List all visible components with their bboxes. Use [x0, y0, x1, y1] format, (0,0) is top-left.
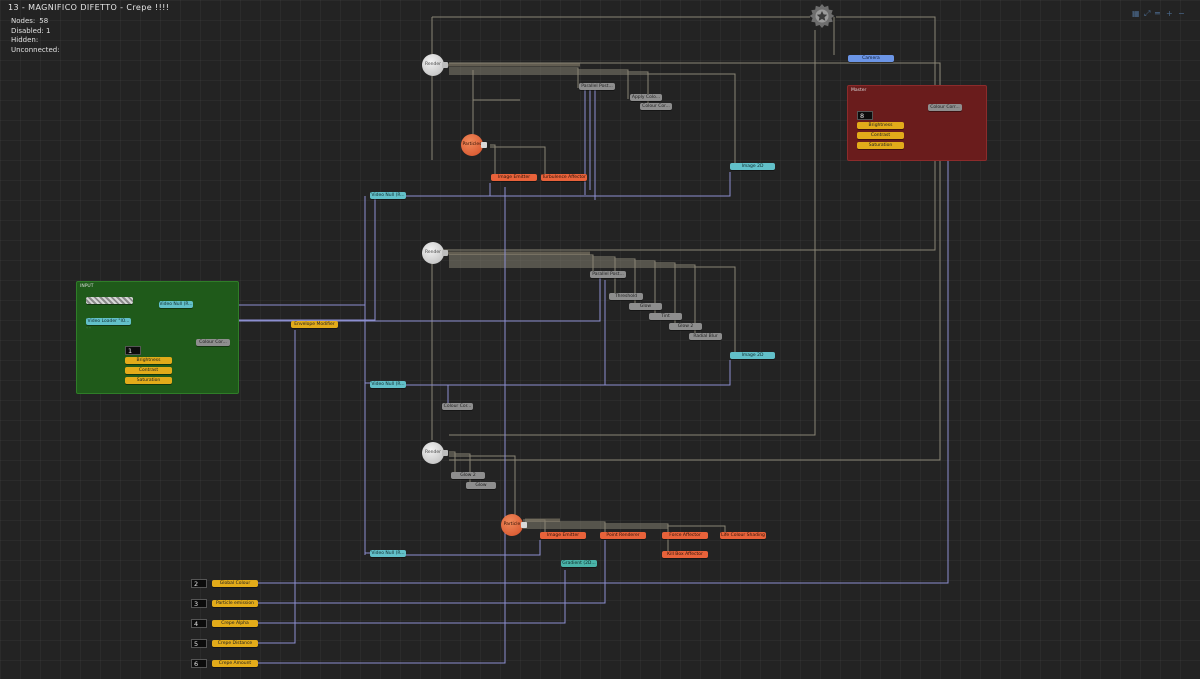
image-2d-node-2[interactable]: Image 2D: [730, 352, 775, 359]
input-video-null-node[interactable]: Video Null (R...: [159, 301, 193, 308]
input-index-4[interactable]: 4: [191, 619, 207, 628]
input-index-5[interactable]: 5: [191, 639, 207, 648]
gradient-node[interactable]: Gradient (2D...: [561, 560, 597, 567]
image-2d-node-1[interactable]: Image 2D: [730, 163, 775, 170]
stat-disabled: Disabled: 1: [11, 26, 51, 35]
input-index-3[interactable]: 3: [191, 599, 207, 608]
master-contrast-node[interactable]: Contrast: [857, 132, 904, 139]
input-brightness-node[interactable]: Brightness: [125, 357, 172, 364]
fit-icon[interactable]: ═: [1155, 9, 1160, 18]
input-disabled-node[interactable]: [86, 297, 133, 304]
port-dots: ◦◦: [86, 325, 92, 330]
parallel-post-node-2[interactable]: Parallel Post...: [590, 271, 626, 278]
master-brightness-node[interactable]: Brightness: [857, 122, 904, 129]
image-emitter-node-1[interactable]: Image Emitter: [491, 174, 537, 181]
window-title: 13 - MAGNIFICO DIFETTO - Crepe !!!!: [8, 3, 170, 12]
master-colour-corr-node[interactable]: Colour Corr...: [928, 104, 962, 111]
input-group-title: INPUT: [80, 284, 94, 289]
glow-node-b[interactable]: Glow: [466, 482, 496, 489]
force-affector-node[interactable]: Force Affector: [662, 532, 708, 539]
crepe-alpha-input[interactable]: Crepe Alpha: [212, 620, 258, 627]
render-node-2[interactable]: Render: [422, 242, 448, 264]
glow-node-1[interactable]: Glow: [629, 303, 662, 310]
input-index-6[interactable]: 6: [191, 659, 207, 668]
colour-corr-node-1[interactable]: Colour Cor...: [640, 103, 672, 110]
crepe-amount-input[interactable]: Crepe Amount: [212, 660, 258, 667]
apply-colour-node[interactable]: Apply Colo...: [630, 94, 662, 101]
glow-2-node[interactable]: Glow 2: [669, 323, 702, 330]
crepe-distance-input[interactable]: Crepe Distance: [212, 640, 258, 647]
zoom-in-icon[interactable]: +: [1166, 9, 1173, 18]
particles-label: Particle: [503, 522, 521, 527]
envelope-modifier-node[interactable]: Envelope Modifier: [291, 321, 338, 328]
point-renderer-node[interactable]: Point Renderer: [600, 532, 646, 539]
camera-node[interactable]: Camera: [848, 55, 894, 62]
turbulence-affector-node[interactable]: Turbulence Affector: [541, 174, 587, 181]
gear-icon[interactable]: [808, 2, 836, 30]
life-colour-shading-node[interactable]: Life Colour Shading: [720, 532, 766, 539]
glow-2-node-b[interactable]: Glow 2: [451, 472, 485, 479]
video-null-node-3[interactable]: Video Null (R...: [370, 550, 406, 557]
particles-label: Particles: [462, 142, 482, 147]
threshold-node[interactable]: Threshold: [609, 293, 643, 300]
zoom-out-icon[interactable]: −: [1178, 9, 1185, 18]
input-contrast-node[interactable]: Contrast: [125, 367, 172, 374]
input-colour-corr-node[interactable]: Colour Cor...: [196, 339, 230, 346]
master-value-box[interactable]: 8: [857, 111, 873, 120]
parallel-post-node-1[interactable]: Parallel Post...: [579, 83, 615, 90]
particle-emission-input[interactable]: Particle emission: [212, 600, 258, 607]
node-stats: Nodes: 58 Disabled: 1 Hidden: Unconnecte…: [11, 17, 60, 55]
input-saturation-node[interactable]: Saturation: [125, 377, 172, 384]
stat-nodes: Nodes: 58: [11, 17, 49, 25]
video-null-node-1[interactable]: Video Null (R...: [370, 192, 406, 199]
global-colour-input[interactable]: Global Colour: [212, 580, 258, 587]
image-emitter-node-2[interactable]: Image Emitter: [540, 532, 586, 539]
grid-icon[interactable]: ▦: [1132, 9, 1140, 18]
particles-node-1[interactable]: Particles: [461, 134, 487, 156]
particles-node-2[interactable]: Particle: [501, 514, 527, 536]
video-loader-node[interactable]: Video Loader "IO...: [86, 318, 131, 325]
expand-icon[interactable]: ⤢: [1144, 9, 1151, 18]
render-label: Render: [424, 62, 442, 67]
radial-blur-node[interactable]: Radial Blur: [689, 333, 722, 340]
stat-hidden: Hidden:: [11, 36, 39, 44]
input-value-box[interactable]: 1: [125, 346, 141, 355]
video-null-node-2[interactable]: Video Null (R...: [370, 381, 406, 388]
master-group-title: Master: [851, 88, 867, 93]
render-node-1[interactable]: Render: [422, 54, 448, 76]
master-saturation-node[interactable]: Saturation: [857, 142, 904, 149]
kill-box-affector-node[interactable]: Kill Box Affector: [662, 551, 708, 558]
render-label: Render: [424, 250, 442, 255]
input-index-2[interactable]: 2: [191, 579, 207, 588]
render-node-3[interactable]: Render: [422, 442, 448, 464]
tint-node[interactable]: Tint: [649, 313, 682, 320]
stat-unconnected: Unconnected:: [11, 45, 60, 54]
render-label: Render: [424, 450, 442, 455]
colour-corr-node-2[interactable]: Colour Cor...: [442, 403, 473, 410]
